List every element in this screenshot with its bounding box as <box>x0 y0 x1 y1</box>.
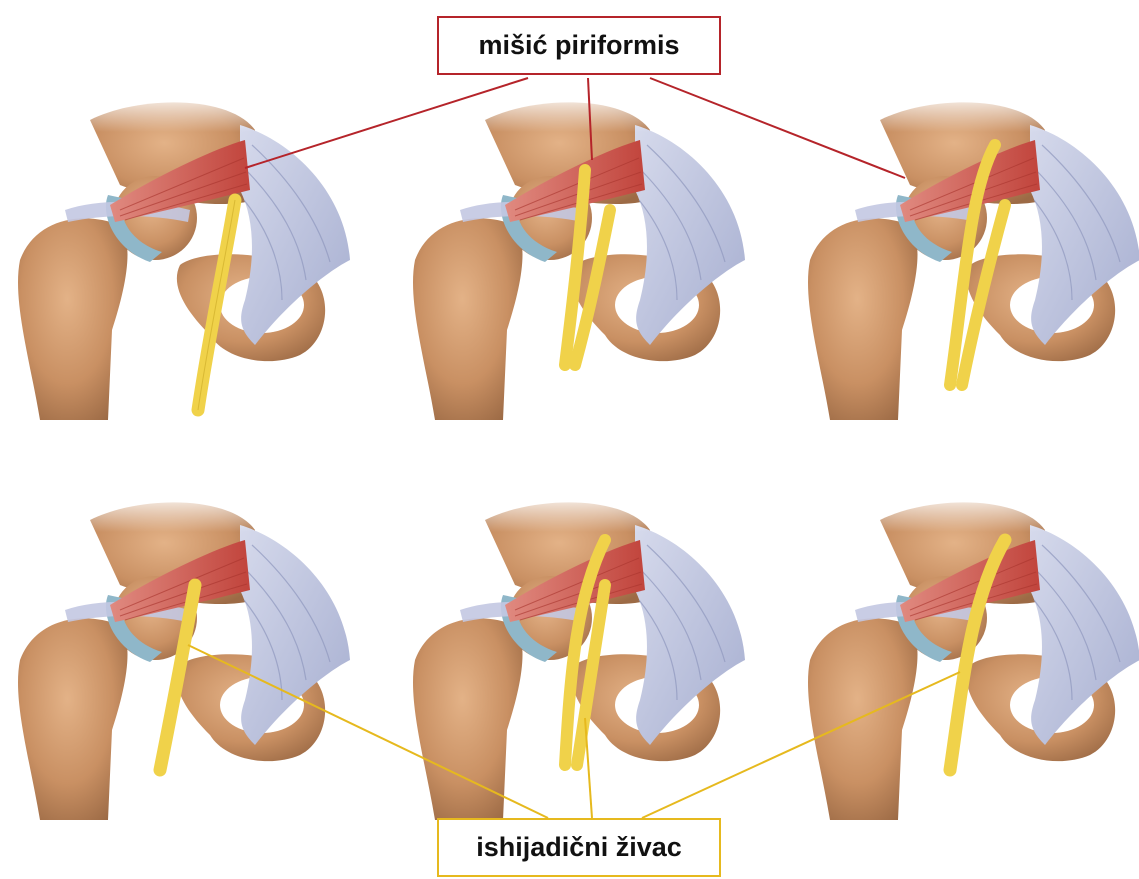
variant-5 <box>413 492 745 820</box>
variant-2 <box>413 92 745 420</box>
variant-1 <box>18 92 350 420</box>
nerve-label: ishijadični živac <box>437 818 721 877</box>
variant-4 <box>18 492 350 820</box>
variant-3 <box>808 92 1139 420</box>
muscle-label: mišić piriformis <box>437 16 721 75</box>
variant-6 <box>808 492 1139 820</box>
